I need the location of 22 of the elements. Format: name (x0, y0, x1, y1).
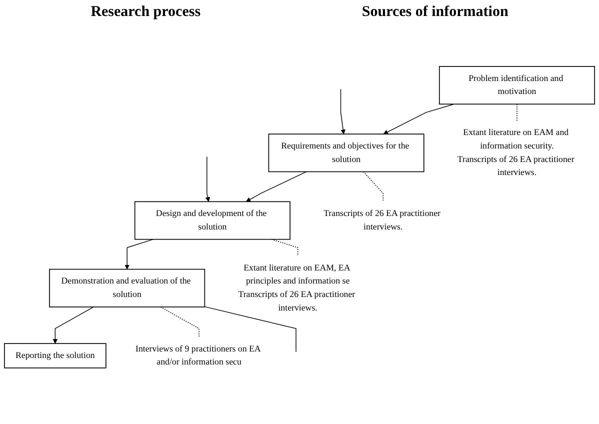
node-text: Extant literature on EAM and information security. Transcripts of 26 EA practitioner interviews. (457, 128, 574, 178)
arrow (340, 88, 346, 134)
connector (271, 238, 298, 256)
connector (204, 306, 296, 352)
node-box: Design and development of the solution (134, 201, 290, 240)
arrow (124, 238, 154, 270)
connector (363, 171, 384, 202)
node-text: Extant literature on EAM, EA principles and information se Transcripts of 26 EA practitioner interviews. (238, 263, 356, 312)
connector (516, 104, 518, 122)
node-box: Demonstration and evaluation of the solution (49, 268, 206, 308)
node-box: Requirements and objectives for the solution (268, 134, 424, 172)
column-heading: Sources of information (362, 4, 508, 21)
connector (160, 306, 200, 338)
column-heading: Research process (90, 4, 201, 21)
arrow (383, 104, 454, 134)
node-box: Reporting the solution (4, 343, 106, 368)
node-text: Transcripts of 26 EA practitioner interviews. (324, 208, 440, 232)
arrow (52, 306, 94, 344)
node-text: Interviews of 9 practitioners on EA and/or information secu (135, 344, 260, 367)
arrow (205, 156, 210, 202)
node-box: Problem identification and motivation (438, 66, 595, 105)
arrow (246, 171, 307, 202)
